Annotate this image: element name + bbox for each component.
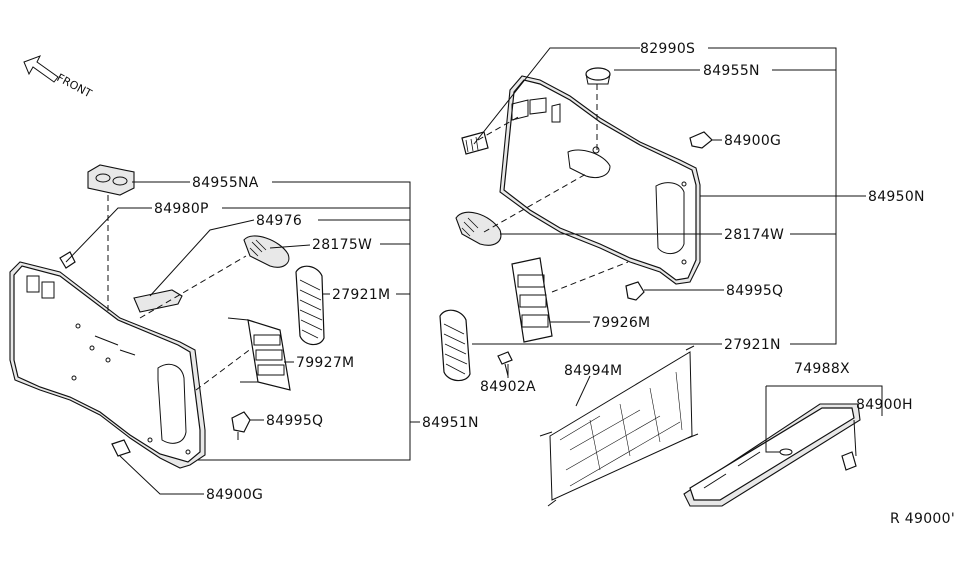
label-84980P: 84980P	[154, 201, 209, 217]
label-82990S: 82990S	[640, 41, 695, 57]
bracket-79926M	[511, 257, 553, 343]
left-side-trim-panel	[9, 261, 206, 469]
rear-trim-panel	[499, 75, 701, 285]
label-79926M: 79926M	[592, 315, 650, 331]
fastener-84995Q-right	[625, 281, 645, 301]
clip-84900G-bottom	[111, 439, 131, 457]
label-84950N: 84950N	[868, 189, 925, 205]
label-84902A: 84902A	[480, 379, 536, 395]
cap-84955N	[585, 67, 611, 85]
label-84900G-bottom: 84900G	[206, 487, 263, 503]
cup-holder-84955NA	[87, 164, 135, 196]
label-79927M: 79927M	[296, 355, 354, 371]
diagram-code: R 49000'	[890, 511, 955, 527]
screw-84902A	[497, 351, 513, 377]
label-74988X: 74988X	[794, 361, 850, 377]
label-27921M: 27921M	[332, 287, 390, 303]
grille-27921N	[439, 309, 471, 382]
lamp-28175W	[243, 235, 290, 268]
cargo-net-84994M	[539, 345, 699, 507]
clip-84900H	[841, 451, 857, 471]
label-84900H: 84900H	[856, 397, 913, 413]
sill-plate-74988X	[683, 403, 861, 507]
label-28175W: 28175W	[312, 237, 372, 253]
clip-84900G-top	[689, 131, 713, 149]
label-84900G-top: 84900G	[724, 133, 781, 149]
lamp-28174W	[455, 211, 502, 246]
bracket-79927M	[227, 317, 291, 391]
label-84951N: 84951N	[422, 415, 479, 431]
label-84995Q-right: 84995Q	[726, 283, 783, 299]
strap-84976	[133, 289, 183, 313]
front-arrow-icon	[23, 55, 59, 83]
front-label: FRONT	[55, 71, 95, 100]
label-84955NA: 84955NA	[192, 175, 259, 191]
label-84976: 84976	[256, 213, 302, 229]
label-84995Q-left: 84995Q	[266, 413, 323, 429]
label-27921N: 27921N	[724, 337, 781, 353]
label-28174W: 28174W	[724, 227, 784, 243]
fastener-84995Q-left	[231, 411, 251, 440]
label-84994M: 84994M	[564, 363, 622, 379]
grille-27921M	[295, 265, 325, 346]
label-84955N: 84955N	[703, 63, 760, 79]
